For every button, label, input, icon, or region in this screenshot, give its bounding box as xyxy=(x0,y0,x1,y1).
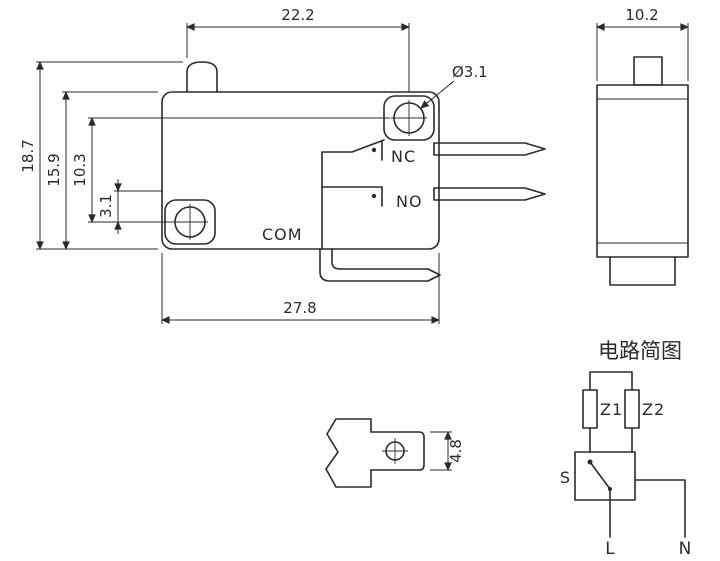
dimension-overall-height: 18.7 xyxy=(19,61,183,250)
switch-box xyxy=(574,451,636,501)
dimension-body-height-value: 15.9 xyxy=(45,153,63,186)
resistor-z1-label: Z1 xyxy=(600,400,623,419)
detail-terminal-tab xyxy=(370,431,425,471)
dimension-body-width: 27.8 xyxy=(161,253,440,324)
resistor-z2 xyxy=(624,389,640,429)
circuit-drop-wires xyxy=(589,427,633,453)
dimension-hole-diameter: Ø3.1 xyxy=(420,63,488,109)
switch-body-outline xyxy=(161,91,440,250)
terminal-detail-view xyxy=(325,418,425,488)
dimension-hole-spacing-value: 10.3 xyxy=(71,153,89,186)
detail-center-mark xyxy=(382,438,408,464)
side-body-outline xyxy=(596,84,689,258)
dimension-overall-height-value: 18.7 xyxy=(19,139,37,172)
side-view xyxy=(596,56,689,286)
dimension-terminal-height: 4.8 xyxy=(430,431,465,471)
circuit-diagram: 电路简图 Z1 Z2 S L N xyxy=(560,339,692,559)
internal-step-contour xyxy=(321,139,385,250)
dimension-hole-offset-value: 3.1 xyxy=(97,194,115,218)
switch-label: S xyxy=(560,468,571,487)
center-mark-top-right xyxy=(391,100,427,136)
dimension-side-width-value: 10.2 xyxy=(625,6,658,24)
side-bottom-step xyxy=(609,256,676,286)
dimension-terminal-height-value: 4.8 xyxy=(447,439,465,463)
dimensions: 22.2 10.2 Ø3.1 18.7 15.9 10.3 xyxy=(19,6,689,471)
side-plunger xyxy=(633,56,663,86)
center-mark-bottom-left xyxy=(172,204,208,240)
switch-blade xyxy=(589,461,611,490)
circuit-title: 电路简图 xyxy=(598,339,682,363)
com-label: COM xyxy=(262,225,303,244)
front-view: NC NO COM xyxy=(161,61,546,282)
com-terminal-blade xyxy=(319,248,441,282)
line-node-label: L xyxy=(605,539,615,559)
dimension-body-width-value: 27.8 xyxy=(283,299,316,317)
no-label: NO xyxy=(396,192,423,211)
dimension-top-width-value: 22.2 xyxy=(281,6,314,24)
nc-rivet-dot xyxy=(371,147,377,153)
dimension-side-width: 10.2 xyxy=(596,6,689,81)
plunger-button xyxy=(186,61,218,93)
neutral-node-label: N xyxy=(679,539,692,559)
dimension-hole-offset: 3.1 xyxy=(97,179,162,234)
nc-terminal-blade xyxy=(433,142,546,156)
nc-label: NC xyxy=(391,147,416,166)
no-rivet-dot xyxy=(371,193,377,199)
resistor-z2-label: Z2 xyxy=(642,400,665,419)
dimension-body-height: 15.9 xyxy=(45,91,158,250)
detail-broken-body xyxy=(325,418,372,488)
no-terminal-blade xyxy=(433,187,546,201)
circuit-top-bus xyxy=(589,371,633,391)
dimension-hole-diameter-value: Ø3.1 xyxy=(452,63,488,81)
neutral-output-wire xyxy=(634,479,686,538)
resistor-z1 xyxy=(582,389,598,429)
dimension-top-width: 22.2 xyxy=(186,6,410,92)
dimension-hole-spacing: 10.3 xyxy=(71,117,390,223)
